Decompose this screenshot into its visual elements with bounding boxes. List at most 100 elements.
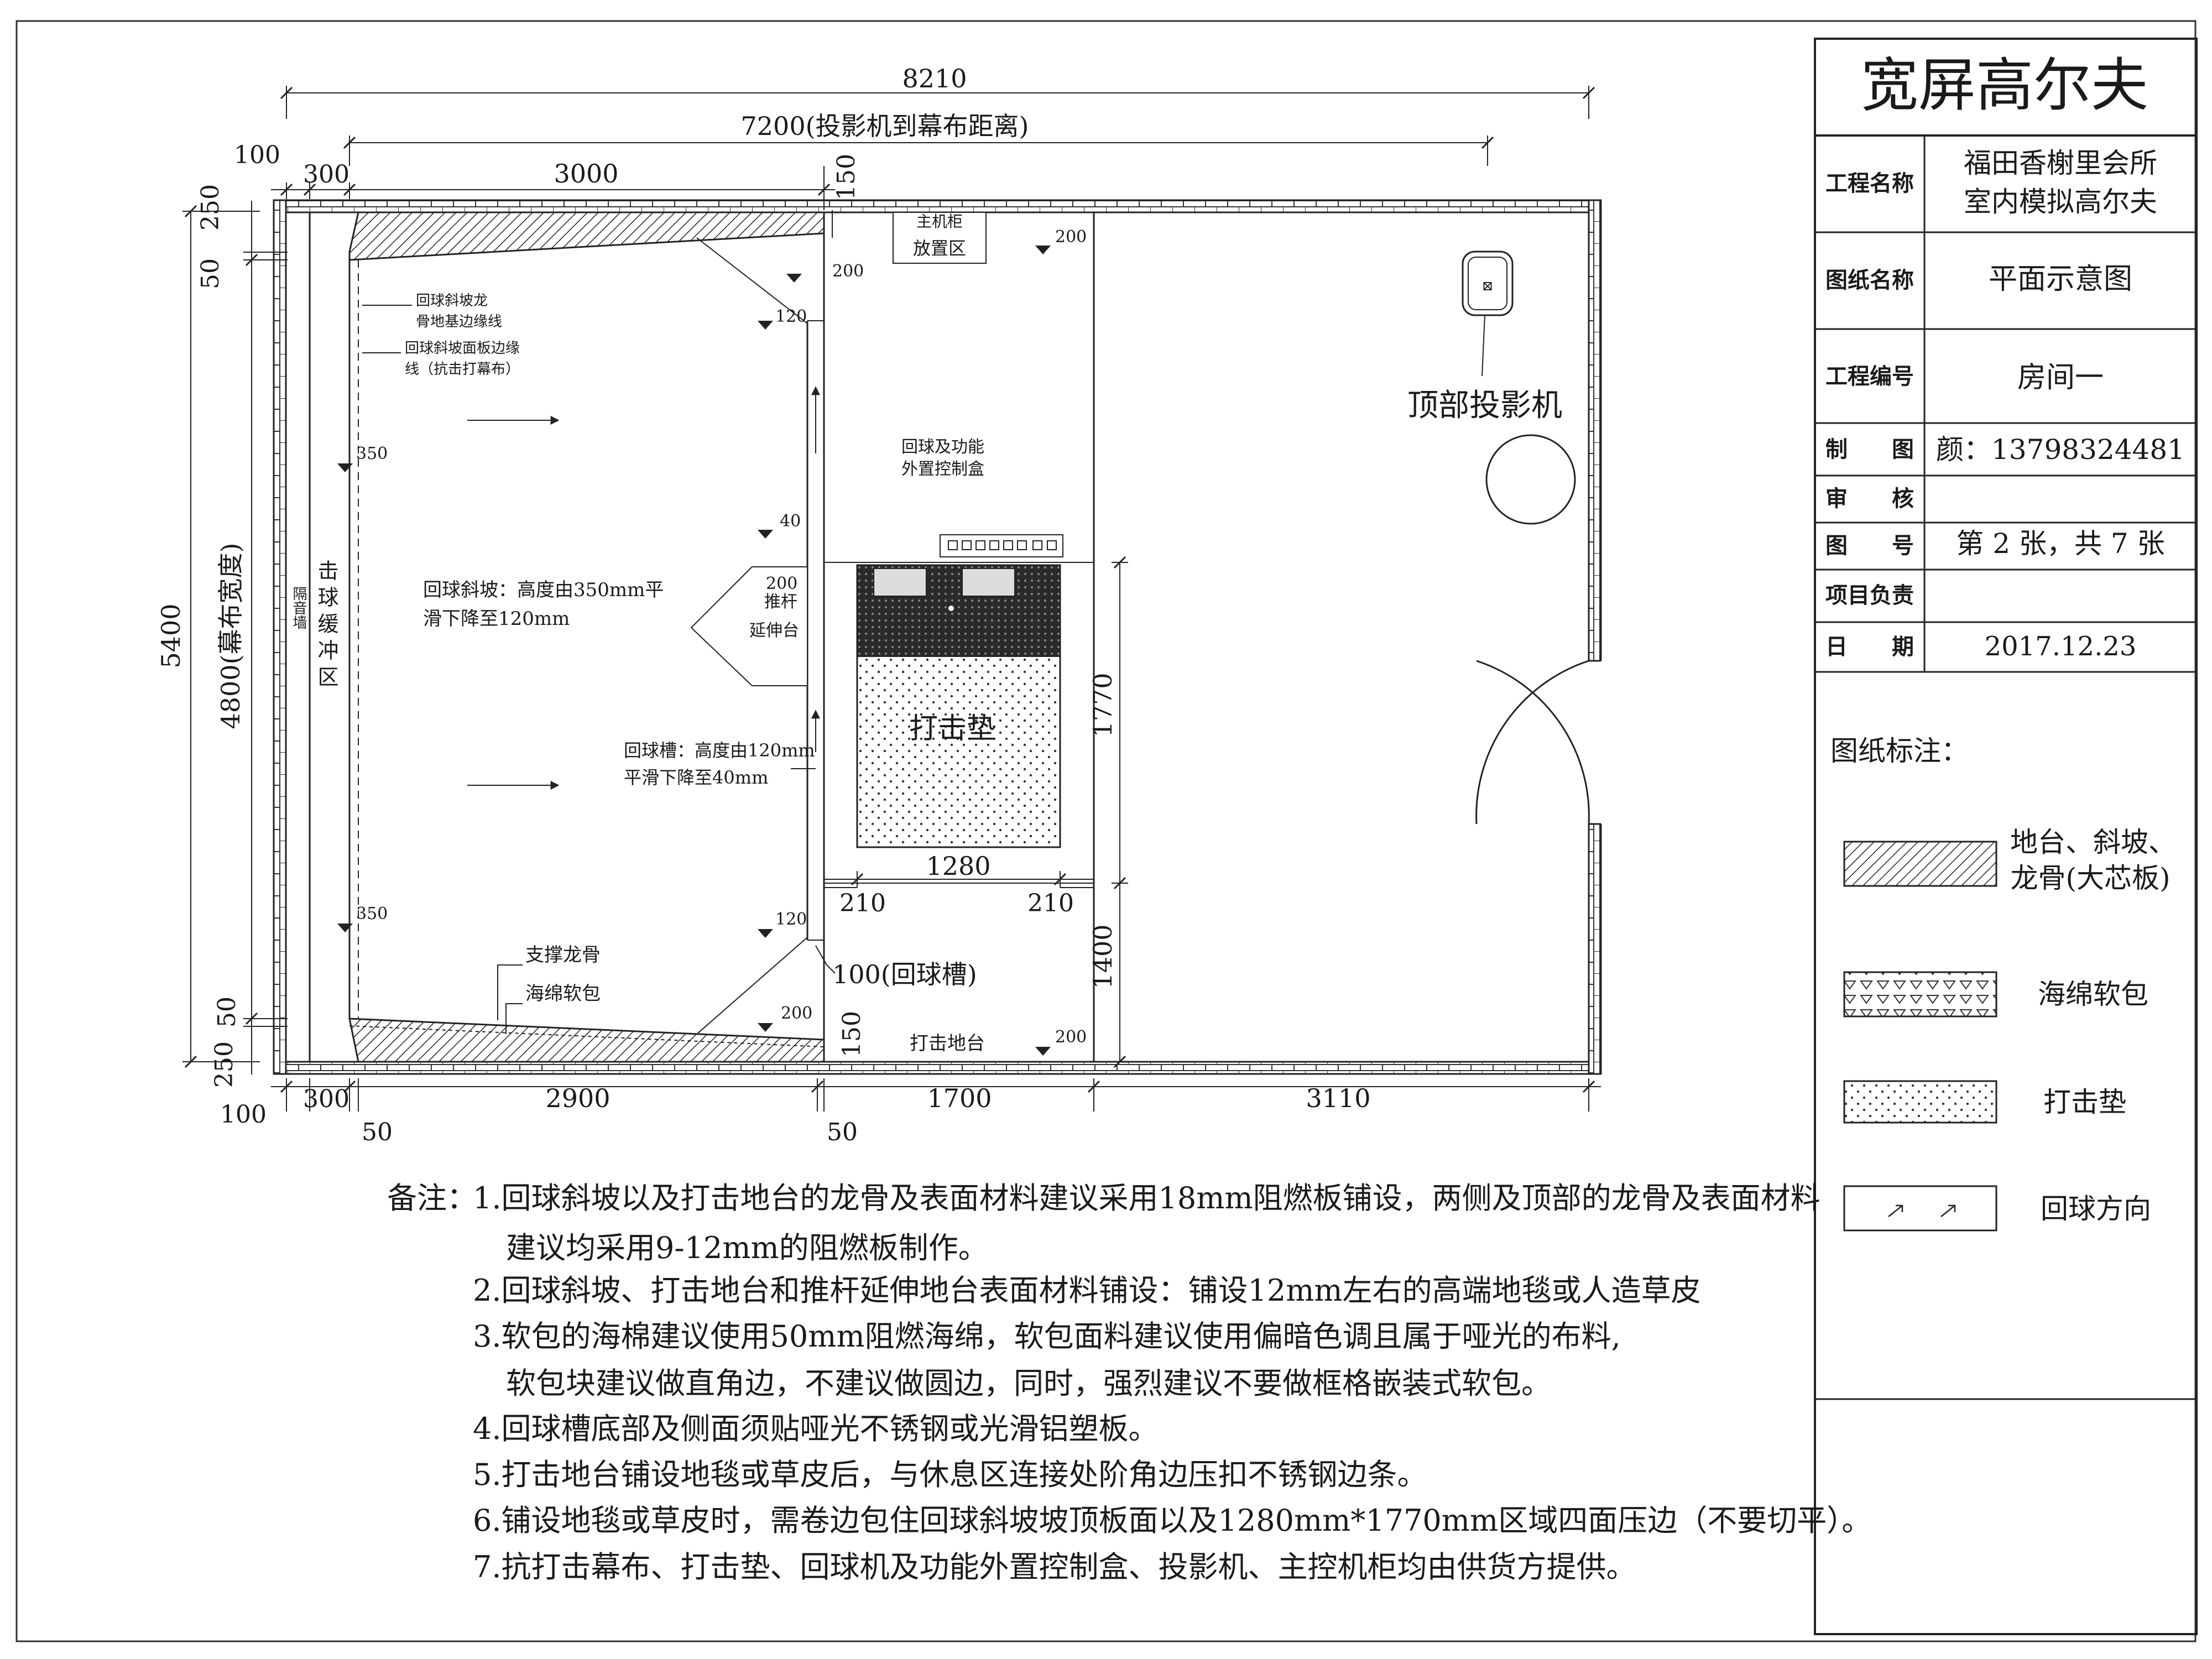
sponge-label: 海绵软包: [525, 983, 601, 1005]
putter-extension: [690, 566, 808, 686]
note-2: 2.回球斜坡、打击地台和推杆延伸地台表面材料铺设：铺设12mm左右的高端地毯或人…: [473, 1273, 1701, 1308]
svg-text:⊠: ⊠: [1482, 278, 1493, 294]
dim-top-300: 300: [303, 160, 349, 189]
groove-desc-1: 回球槽：高度由120mm: [624, 740, 815, 761]
row-value-drawing: 平面示意图: [1989, 263, 2132, 296]
note-3: 3.软包的海棉建议使用50mm阻燃海绵，软包面料建议使用偏暗色调且属于哑光的布料…: [473, 1319, 1621, 1354]
elev-350-top: 350: [356, 444, 388, 463]
dim-bottom-150: 150: [838, 1011, 866, 1057]
support-keel-label: 支撑龙骨: [525, 944, 601, 966]
platform-mat-zone: [823, 562, 1094, 884]
dim-left-250-top: 250: [196, 184, 225, 231]
control-box-label-1: 回球及功能: [901, 437, 984, 457]
note-3-cont: 软包块建议做直角边，不建议做圆边，同时，强烈建议不要做框格嵌装式软包。: [506, 1366, 1551, 1401]
legend-direction-label: 回球方向: [2041, 1193, 2151, 1225]
elevation-markers: [337, 246, 1051, 1056]
legend-hatch-label-2: 龙骨(大芯板): [2010, 862, 2170, 894]
dim-right-1770: 1770: [1088, 672, 1118, 737]
dim-left-5400: 5400: [156, 603, 186, 668]
wall-right: [1588, 199, 1602, 1075]
legend-title: 图纸标注：: [1830, 735, 1969, 767]
dim-bottom-300: 300: [303, 1085, 349, 1113]
putter-label-2: 延伸台: [749, 621, 799, 640]
hitting-mat-label: 打击垫: [909, 712, 995, 745]
dim-top-100: 100: [234, 141, 280, 169]
elev-200-a: 200: [1055, 227, 1087, 247]
wall-top: [273, 199, 1602, 213]
floor-plan: 主机柜 放置区 推杆 延伸台 回球及功能 外置控制盒 打击垫 ⊠ 顶部投影机: [273, 199, 1603, 1075]
row-value-project-1: 福田香榭里会所: [1964, 147, 2157, 179]
elev-200-b: 200: [832, 262, 864, 281]
legend-sponge-swatch: [1843, 971, 1997, 1018]
arrow-icon: [1888, 1204, 1956, 1217]
ramp-edge-label-1: 回球斜坡面板边缘: [405, 340, 520, 357]
ramp-keel-label-2: 骨地基边缘线: [416, 314, 502, 330]
dim-top-3000: 3000: [554, 159, 618, 189]
host-cabinet-area: [893, 212, 987, 264]
dim-top-150: 150: [832, 154, 860, 200]
row-label-drawing: 图纸名称: [1825, 267, 1914, 293]
row-label-project: 工程名称: [1825, 170, 1914, 196]
elev-120-bottom: 120: [775, 910, 807, 929]
putter-label-1: 推杆: [764, 592, 797, 612]
top-ramp-hatch: [348, 211, 825, 261]
dim-bottom-50-b: 50: [827, 1118, 858, 1146]
legend-mat-swatch: [1843, 1080, 1997, 1124]
control-box-label-2: 外置控制盒: [901, 460, 984, 479]
wall-bottom: [273, 1061, 1602, 1075]
row-label-review: 审 核: [1825, 486, 1914, 512]
elev-200-d: 200: [1055, 1027, 1087, 1047]
legend-sponge-label: 海绵软包: [2038, 978, 2148, 1010]
note-5: 5.打击地台铺设地毯或草皮后，与休息区连接处阶角边压扣不锈钢边条。: [473, 1457, 1427, 1492]
buffer-zone-label: 击球缓冲区: [314, 560, 338, 692]
note-6: 6.铺设地毯或草皮时，需卷边包住回球斜坡坡顶板面以及1280mm*1770mm区…: [473, 1503, 1871, 1538]
dim-left-4800: 4800(幕布宽度): [216, 543, 246, 729]
host-cabinet-label-2: 放置区: [913, 238, 966, 259]
ramp-edge-label-2: 线（抗击打幕布）: [405, 361, 520, 378]
title-block: 宽屏高尔夫 工程名称 福田香榭里会所 室内模拟高尔夫 图纸名称 平面示意图 工程…: [1815, 51, 2197, 1400]
row-value-project-2: 室内模拟高尔夫: [1964, 186, 2157, 218]
note-7: 7.抗打击幕布、打击垫、回球机及功能外置控制盒、投影机、主控机柜均由供货方提供。: [473, 1550, 1636, 1584]
groove-desc-2: 平滑下降至40mm: [624, 767, 768, 788]
dim-left-250-bottom: 250: [210, 1041, 238, 1088]
elev-200-putter: 200: [766, 574, 797, 593]
bottom-ramp-hatch: [348, 1018, 825, 1063]
dim-bottom-2900: 2900: [545, 1083, 610, 1113]
note-4: 4.回球槽底部及侧面须贴哑光不锈钢或光滑铝塑板。: [473, 1411, 1159, 1446]
dimension-ticks: [184, 86, 1595, 1093]
projector-lens-circle: [1485, 434, 1576, 525]
dimension-lines: [182, 86, 1601, 1112]
elev-40: 40: [780, 512, 801, 531]
row-label-date: 日 期: [1825, 634, 1914, 660]
note-1-cont: 建议均采用9-12mm的阻燃板制作。: [506, 1230, 988, 1265]
control-buttons: [948, 540, 1057, 550]
dim-bottom-1700: 1700: [927, 1083, 992, 1113]
row-label-sheet: 图 号: [1825, 533, 1914, 559]
platform-label: 打击地台: [910, 1032, 985, 1055]
dim-projector: 7200(投影机到幕布距离): [741, 111, 1029, 141]
ramp-desc-1: 回球斜坡：高度由350mm平: [423, 579, 664, 601]
row-value-number: 房间一: [2017, 361, 2104, 394]
door-swing: [1475, 660, 1589, 825]
dim-overall: 8210: [902, 64, 967, 93]
legend-arrow-swatch: [1843, 1185, 1997, 1232]
dim-bottom-3110: 3110: [1306, 1083, 1370, 1113]
row-label-lead: 项目负责: [1825, 582, 1914, 608]
notes: 备注： 1.回球斜坡以及打击地台的龙骨及表面材料建议采用18mm阻燃板铺设，两侧…: [387, 1181, 1871, 1584]
return-direction-arrows: [467, 386, 820, 790]
row-label-number: 工程编号: [1825, 363, 1914, 389]
dim-bottom-100: 100: [220, 1100, 267, 1129]
soundproof-wall-label: 隔音墙: [290, 586, 307, 629]
elev-120-top: 120: [775, 307, 807, 326]
notes-heading: 备注：: [387, 1181, 477, 1215]
projector-label: 顶部投影机: [1407, 388, 1562, 424]
elev-350-bottom: 350: [356, 904, 388, 924]
dim-bottom-50-a: 50: [362, 1118, 393, 1146]
legend-hatch-swatch: [1843, 841, 1997, 887]
dim-right-1400: 1400: [1088, 924, 1118, 989]
host-cabinet-label-1: 主机柜: [916, 212, 963, 231]
dim-left-50-top: 50: [196, 258, 225, 289]
dim-mat-210-right: 210: [1027, 889, 1074, 917]
note-1: 1.回球斜坡以及打击地台的龙骨及表面材料建议采用18mm阻燃板铺设，两侧及顶部的…: [473, 1181, 1820, 1215]
row-label-drafter: 制 图: [1825, 436, 1914, 462]
